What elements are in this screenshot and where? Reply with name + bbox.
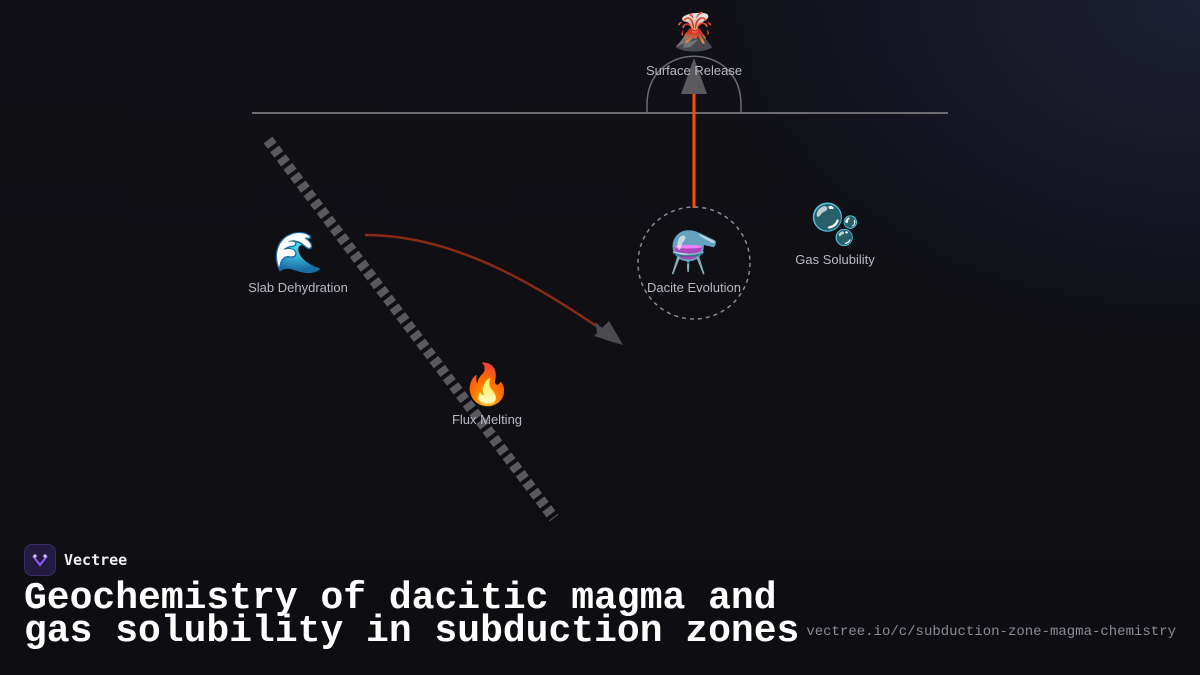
vectree-logo-icon	[24, 544, 56, 576]
volcano-dome	[646, 55, 742, 112]
dehydration-flow-curve	[364, 233, 606, 334]
wave-icon: 🌊	[273, 229, 323, 276]
surface-release-label: Surface Release	[646, 63, 742, 78]
fire-icon: 🔥	[462, 361, 512, 408]
node-surface-release: 🌋 Surface Release	[646, 11, 742, 78]
node-dacite-evolution: ⚗️ Dacite Evolution	[647, 229, 741, 295]
node-gas-solubility: 🫧 Gas Solubility	[795, 201, 875, 267]
magma-chamber-circle	[637, 206, 751, 320]
flow-arrowhead-main	[594, 321, 623, 345]
node-slab-dehydration: 🌊 Slab Dehydration	[248, 229, 348, 295]
logo-mark	[32, 554, 48, 567]
title-line-2: gas solubility in subduction zones	[24, 610, 800, 653]
node-flux-melting: 🔥 Flux Melting	[452, 361, 522, 427]
ascent-arrowhead	[681, 58, 707, 94]
volcano-icon: 🌋	[672, 11, 717, 53]
subducting-slab	[263, 136, 559, 522]
flux-melting-label: Flux Melting	[452, 412, 522, 427]
slab-dehydration-label: Slab Dehydration	[248, 280, 348, 295]
gas-solubility-label: Gas Solubility	[795, 252, 875, 267]
title-line-1: Geochemistry of dacitic magma and	[24, 577, 777, 620]
dacite-evolution-label: Dacite Evolution	[647, 280, 741, 295]
page-title: Geochemistry of dacitic magma and gas so…	[24, 577, 804, 653]
bubbles-icon: 🫧	[810, 201, 860, 248]
flask-icon: ⚗️	[669, 229, 719, 276]
brand-name: Vectree	[64, 551, 128, 569]
source-url: vectree.io/c/subduction-zone-magma-chemi…	[806, 624, 1176, 640]
brand: Vectree	[24, 544, 127, 576]
